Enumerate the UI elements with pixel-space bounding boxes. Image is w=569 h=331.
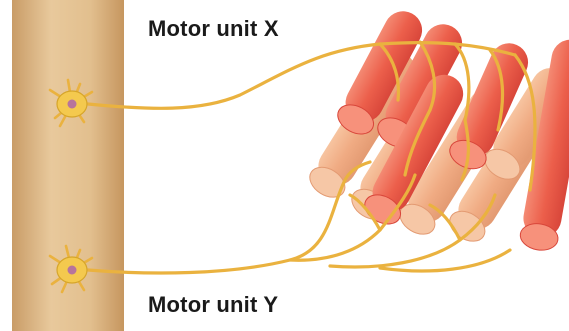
motor-unit-y-label: Motor unit Y <box>148 292 278 318</box>
nucleus-x <box>68 100 77 109</box>
nucleus-y <box>68 266 77 275</box>
motor-unit-x-label: Motor unit X <box>148 16 279 42</box>
